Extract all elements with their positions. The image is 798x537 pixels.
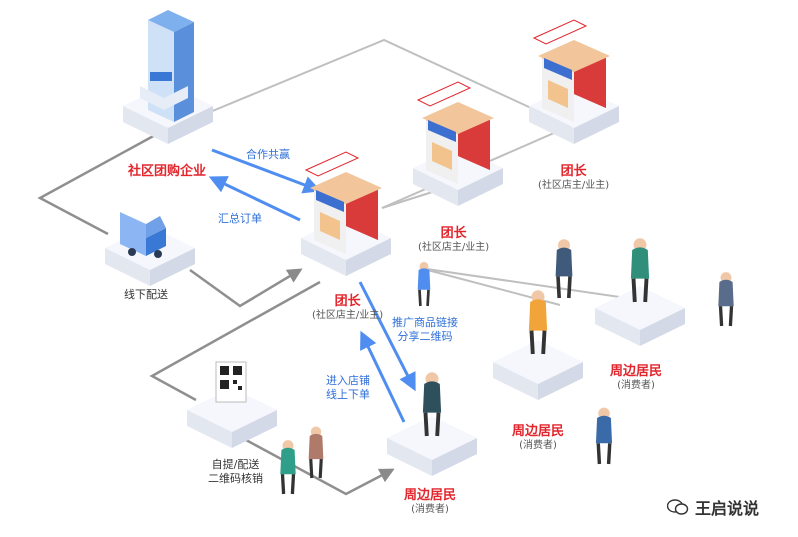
office-building-icon [140,10,194,122]
resident-label-bottom: 周边居民 (消费者) [404,488,456,517]
flow-arrows [208,148,416,423]
person-icon [307,424,325,480]
promote-line2: 分享二维码 [397,329,453,343]
summary-orders-label: 汇总订单 [218,212,262,225]
pickup-line2: 二维码核销 [208,471,263,485]
leader-store-top [529,19,619,144]
person-icon [594,405,614,466]
resident-node-bottom [387,370,477,476]
enter-line1: 进入店铺 [326,374,370,387]
leader-label-middle: 团长 (社区店主/业主) [418,226,489,255]
watermark: 王启说说 [667,495,759,519]
leader-label-top: 团长 (社区店主/业主) [538,164,609,193]
resident-subtitle: (消费者) [411,504,449,516]
leader-store-main [301,151,391,276]
qr-code-icon [215,361,247,403]
leader-subtitle: (社区店主/业主) [538,180,610,192]
resident-node-right [595,236,685,346]
wechat-icon [667,499,689,515]
resident-subtitle: (消费者) [519,440,557,452]
delivery-truck-icon [120,212,166,258]
watermark-text: 王启说说 [695,499,760,518]
resident-subtitle: (消费者) [617,380,655,392]
pickup-label: 自提/配送 二维码核销 [208,458,263,486]
enter-store-label: 进入店铺 线上下单 [326,374,370,402]
leader-subtitle: (社区店主/业主) [418,242,490,254]
person-icon [278,438,298,496]
pickup-line1: 自提/配送 [211,458,260,471]
promote-label: 推广商品链接 分享二维码 [392,316,458,344]
resident-label-middle: 周边居民 (消费者) [512,424,564,453]
enter-line2: 线上下单 [326,387,370,401]
leader-title: 团长 [334,294,361,309]
resident-title: 周边居民 [512,424,565,439]
leader-subtitle: (社区店主/业主) [312,310,384,322]
leader-store-middle [413,81,503,206]
person-icon [716,270,736,328]
resident-node-middle [493,288,583,400]
pickup-path [149,280,395,496]
leader-label-main: 团长 (社区店主/业主) [312,294,383,323]
win-win-label: 合作共赢 [246,148,290,161]
leader-title: 团长 [560,164,587,179]
qr-node [187,361,277,448]
offline-delivery-path [37,126,303,308]
offline-delivery-label: 线下配送 [124,288,168,301]
enterprise-node [123,10,213,144]
promote-line1: 推广商品链接 [392,316,458,329]
resident-title: 周边居民 [404,488,457,503]
enterprise-label: 社区团购企业 [128,164,207,179]
resident-label-right: 周边居民 (消费者) [610,364,662,393]
delivery-node [105,212,195,286]
resident-title: 周边居民 [610,364,663,379]
leader-title: 团长 [440,226,467,241]
